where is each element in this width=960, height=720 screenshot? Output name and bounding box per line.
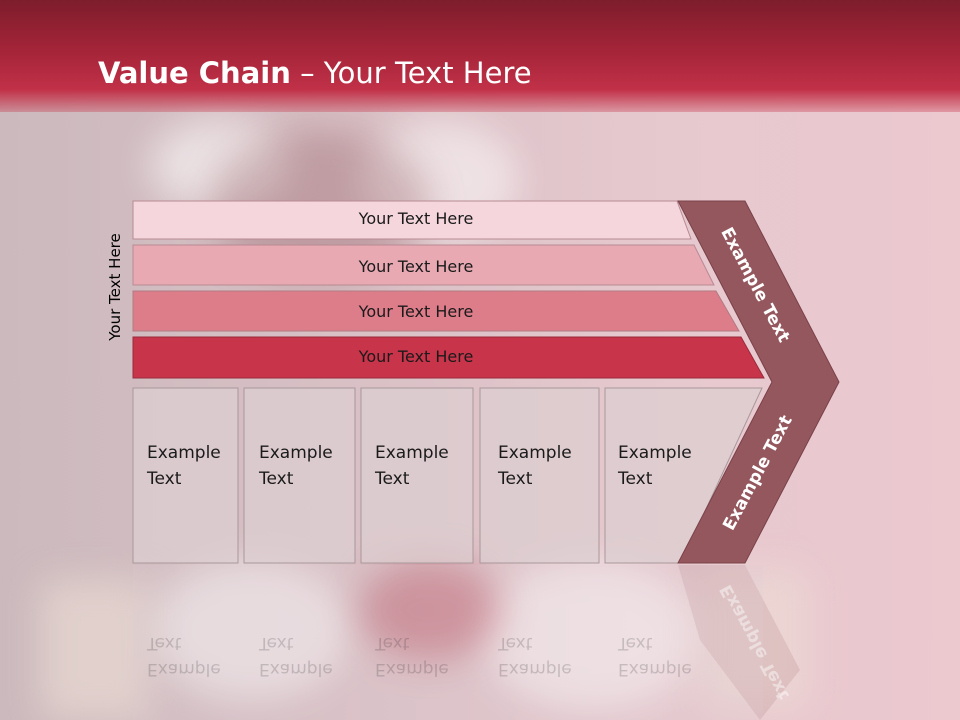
cell-line: Text — [375, 469, 410, 489]
cell-line: Example — [498, 443, 572, 463]
photo-fur-highlight — [150, 120, 290, 210]
arrow-reflection — [678, 565, 800, 720]
title-bold: Value Chain — [98, 56, 291, 90]
cell-shape-3 — [360, 387, 474, 564]
cell-line: Example — [618, 443, 692, 463]
bar-shape-2 — [132, 244, 715, 286]
page-title: Value Chain – Your Text Here — [98, 56, 532, 90]
cell-line: Example — [259, 443, 333, 463]
cells-reflection — [133, 565, 763, 720]
cell-shape-1 — [132, 387, 239, 564]
bar-label-2: Your Text Here — [358, 257, 474, 276]
photo-fur-highlight — [150, 560, 350, 700]
cell-reflection-3: Example Text — [375, 630, 449, 682]
cell-shape-4 — [479, 387, 600, 564]
cell-line: Example — [147, 443, 221, 463]
cell-line: Example — [498, 659, 572, 679]
arrow-chevron — [677, 200, 840, 564]
cell-line: Text — [498, 633, 533, 653]
bar-label-4: Your Text Here — [358, 347, 474, 366]
cell-line: Example — [375, 659, 449, 679]
photo-fur-highlight — [480, 560, 700, 710]
photo-red-accent — [360, 560, 500, 660]
cell-line: Text — [618, 633, 653, 653]
cell-line: Example — [618, 659, 692, 679]
cell-line: Text — [618, 469, 653, 489]
bar-label-3: Your Text Here — [358, 302, 474, 321]
cell-shape-2 — [243, 387, 356, 564]
cell-line: Example — [259, 659, 333, 679]
cell-reflection-5: Example Text — [618, 630, 692, 682]
bar-label-1: Your Text Here — [358, 209, 474, 228]
cell-reflection-2: Example Text — [259, 630, 333, 682]
cell-line: Text — [498, 469, 533, 489]
bar-shape-3 — [132, 290, 740, 332]
cell-reflection-4: Example Text — [498, 630, 572, 682]
cell-line: Text — [259, 469, 294, 489]
title-banner — [0, 0, 960, 112]
cell-line: Text — [147, 469, 182, 489]
cell-reflection-1: Example Text — [147, 630, 221, 682]
cell-line: Example — [375, 443, 449, 463]
photo-gift-box — [700, 570, 810, 710]
title-rest: – Your Text Here — [290, 56, 532, 90]
photo-gift-box — [40, 580, 150, 720]
cell-line: Text — [147, 633, 182, 653]
cell-line: Text — [375, 633, 410, 653]
bar-shape-4 — [132, 336, 765, 379]
bar-shape-1 — [132, 200, 692, 240]
cell-line: Text — [259, 633, 294, 653]
cell-line: Example — [147, 659, 221, 679]
